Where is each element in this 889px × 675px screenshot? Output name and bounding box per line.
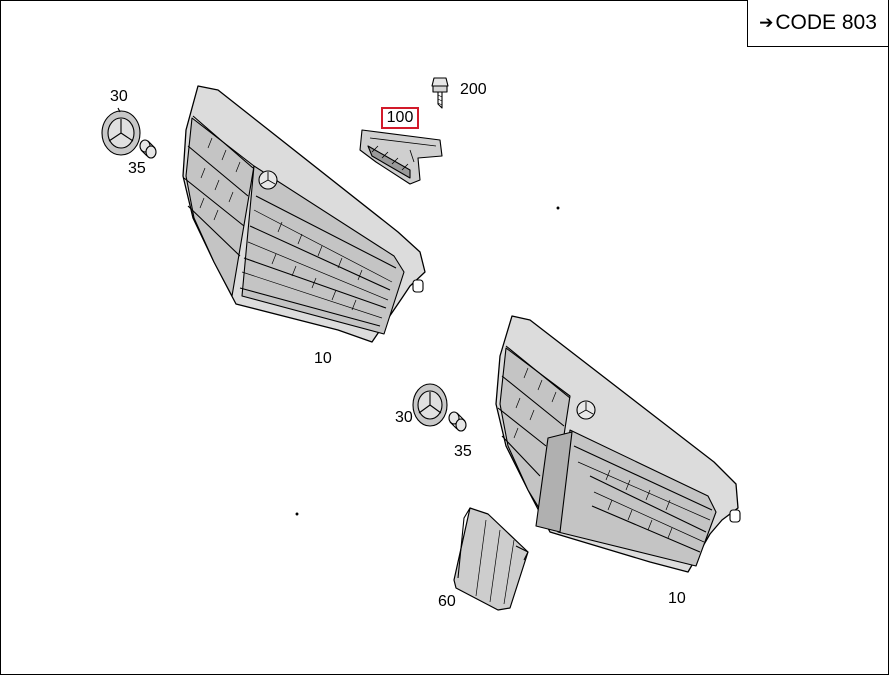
part-number-35-lower: 35: [454, 443, 472, 460]
part-number-200: 200: [460, 81, 487, 98]
part-number-35-upper: 35: [128, 160, 146, 177]
emblem-upper: [101, 107, 141, 156]
bracket-100: [359, 129, 443, 185]
bolt-200: [431, 77, 449, 109]
part-number-100-highlighted: 100: [381, 107, 419, 129]
emblem-lower: [412, 383, 448, 427]
part-number-60: 60: [438, 593, 456, 610]
part-number-10-upper: 10: [314, 350, 332, 367]
part-number-30-lower: 30: [395, 409, 413, 426]
radiator-grille-upper: [182, 85, 426, 343]
cover-panel-60: [453, 507, 529, 611]
bushing-upper: [139, 139, 157, 159]
code-label-box: ➔ CODE 803: [747, 0, 888, 47]
part-number-10-lower: 10: [668, 590, 686, 607]
bushing-lower: [448, 411, 467, 432]
arrow-right-icon: ➔: [759, 13, 774, 32]
radiator-grille-lower: [495, 315, 741, 573]
code-label: CODE 803: [775, 11, 877, 34]
part-number-30-upper: 30: [110, 88, 128, 105]
